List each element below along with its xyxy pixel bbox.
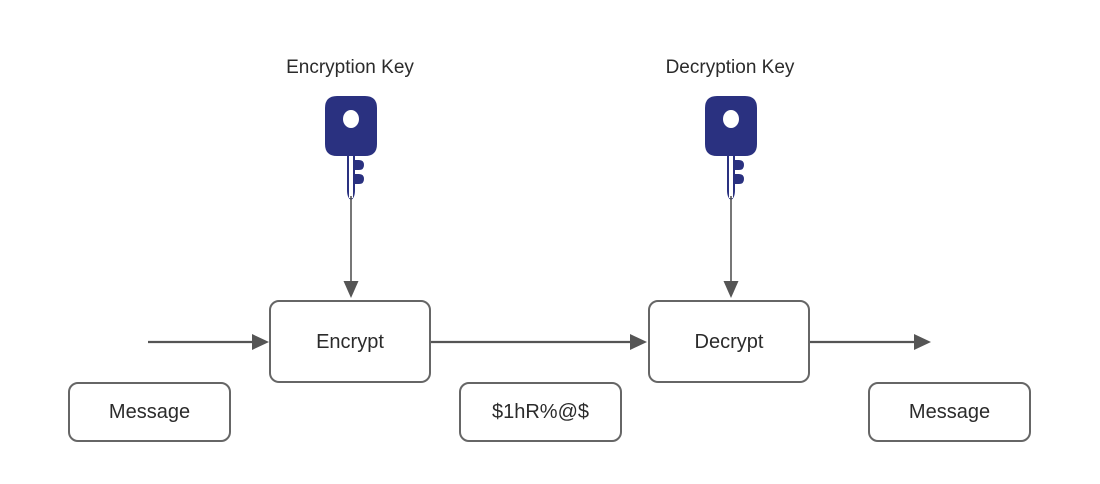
decrypt-to-output-arrow <box>810 334 931 350</box>
key-icon <box>705 96 757 200</box>
decryption-key-label: Decryption Key <box>665 57 795 78</box>
encrypt-box[interactable]: Encrypt <box>269 300 431 383</box>
encrypt-to-decrypt-arrow <box>430 334 647 350</box>
decrypt-box-label: Decrypt <box>694 330 764 353</box>
ciphertext-box[interactable]: $1hR%@$ <box>459 382 622 442</box>
input-to-encrypt-arrow <box>148 334 269 350</box>
ciphertext-label: $1hR%@$ <box>491 401 590 423</box>
plaintext-output-box[interactable]: Message <box>868 382 1031 442</box>
encrypt-box-label: Encrypt <box>316 330 384 353</box>
plaintext-input-box[interactable]: Message <box>68 382 231 442</box>
plaintext-output-label: Message <box>908 401 991 423</box>
key-icon <box>325 96 377 200</box>
encryption-key-to-encrypt-arrow <box>343 196 359 298</box>
decrypt-box[interactable]: Decrypt <box>648 300 810 383</box>
plaintext-input-label: Message <box>108 401 191 423</box>
encryption-key-label: Encryption Key <box>286 57 414 78</box>
decryption-key-to-decrypt-arrow <box>723 196 739 298</box>
